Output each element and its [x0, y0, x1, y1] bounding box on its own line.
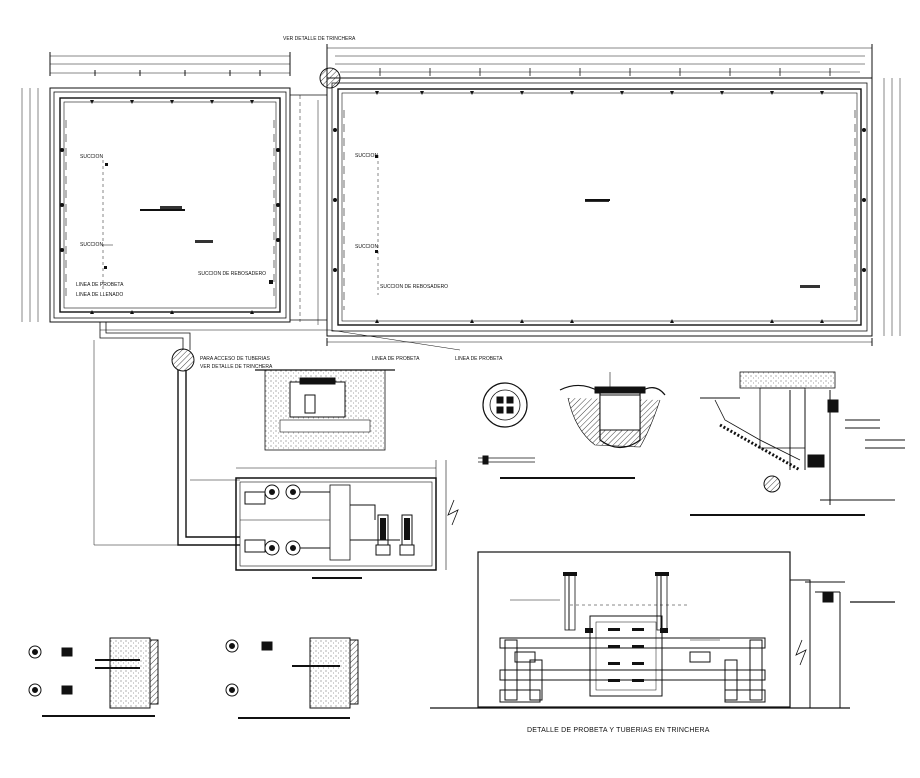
- label-succion-3: SUCCION: [355, 153, 378, 159]
- label-linea-probeta-1: LINEA DE PROBETA: [76, 282, 124, 288]
- wall-section: [700, 371, 905, 505]
- label-succion-1: SUCCION: [80, 154, 103, 160]
- pool-connector: [290, 94, 327, 325]
- trench-circle-mid: [171, 348, 195, 372]
- probeta-detail-marks: [563, 572, 669, 682]
- break-lines: [447, 499, 807, 666]
- trench-section: [255, 369, 395, 451]
- label-succion-2: SUCCION: [80, 242, 103, 248]
- right-pool-ticks: [379, 68, 831, 76]
- label-succion-rebosadero-1: SUCCION DE REBOSADERO: [198, 271, 266, 277]
- label-succion-4: SUCCION: [355, 244, 378, 250]
- equipment-room: [235, 460, 447, 571]
- label-ver-detalle-trinchera: VER DETALLE DE TRINCHERA: [283, 36, 356, 42]
- left-pool-markers: [60, 100, 280, 314]
- grate-detail: [478, 382, 535, 465]
- label-succion-rebosadero-2: SUCCION DE REBOSADERO: [380, 284, 448, 290]
- left-pool: [21, 52, 291, 323]
- probeta-detail: [430, 551, 895, 709]
- annotations: VER DETALLE DE TRINCHERA SUCCION SUCCION…: [76, 36, 710, 734]
- caption-main-detail: DETALLE DE PROBETA Y TUBERIAS EN TRINCHE…: [527, 727, 710, 734]
- caption-underlines: [42, 199, 865, 719]
- pipe-trench: [93, 322, 461, 546]
- label-ver-detalle-2: VER DETALLE DE TRINCHERA: [200, 364, 273, 370]
- label-linea-probeta-3: LINEA DE PROBETA: [455, 356, 503, 362]
- fitting-details-left: [28, 637, 359, 709]
- equipment-room-fills: [269, 489, 410, 551]
- trench-circle-top: [319, 67, 341, 89]
- skimmer-section: [559, 372, 666, 449]
- right-pool: [326, 44, 901, 346]
- label-linea-probeta-2: LINEA DE PROBETA: [372, 356, 420, 362]
- label-para-acceso: PARA ACCESO DE TUBERIAS: [200, 356, 271, 362]
- label-linea-llenado: LINEA DE LLENADO: [76, 292, 123, 298]
